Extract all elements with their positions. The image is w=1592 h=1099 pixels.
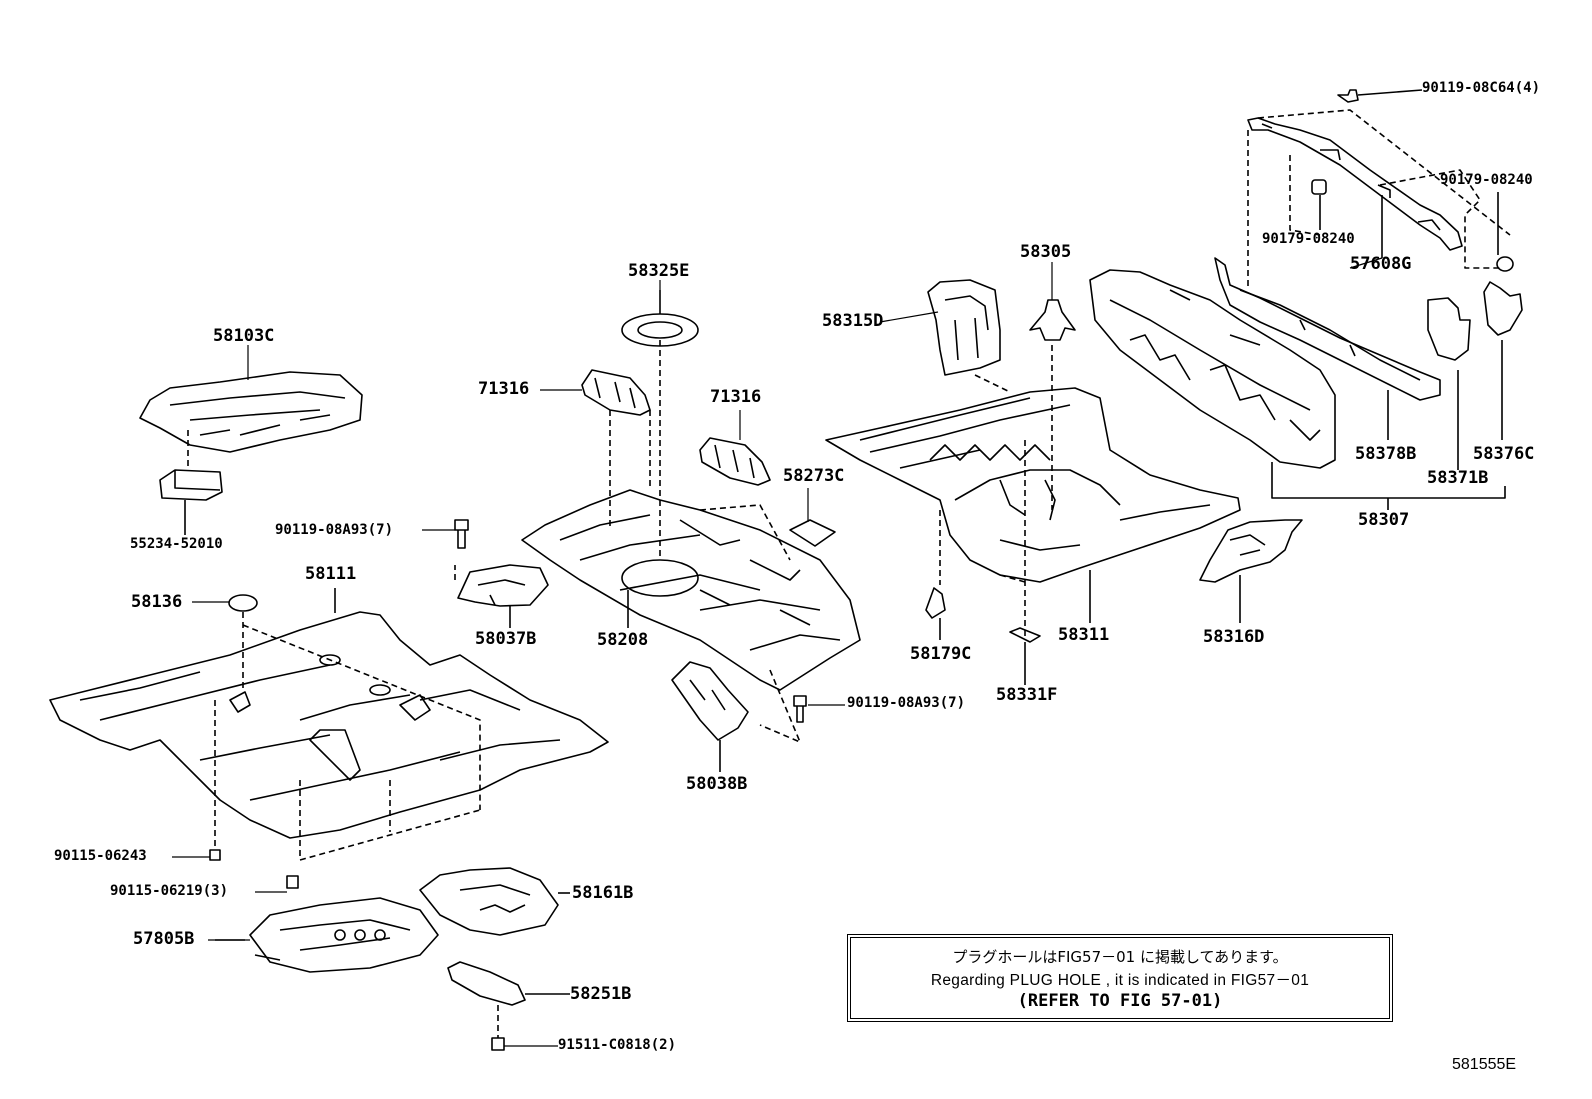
- pad-55234-52010: [159, 469, 223, 501]
- label-90115-06243[interactable]: 90115-06243: [54, 848, 147, 864]
- rear-bracket-58371b: [1427, 297, 1471, 361]
- rear-floor-guides: [939, 345, 1053, 640]
- label-58325e[interactable]: 58325E: [628, 261, 690, 281]
- label-58273c[interactable]: 58273C: [783, 466, 845, 486]
- label-57805b[interactable]: 57805B: [133, 929, 195, 949]
- label-58376c[interactable]: 58376C: [1473, 444, 1535, 464]
- bracket-58315d: [927, 279, 1001, 376]
- leader-lines: [172, 257, 1383, 1047]
- label-58136[interactable]: 58136: [131, 592, 183, 612]
- label-58103c[interactable]: 58103C: [213, 326, 275, 346]
- label-90119-08a93-upper[interactable]: 90119-08A93(7): [275, 522, 394, 538]
- bolt-90119-08a93-lower: [793, 695, 807, 723]
- label-58316d[interactable]: 58316D: [1203, 627, 1265, 647]
- bracket-58179c: [925, 587, 946, 619]
- label-58179c[interactable]: 58179C: [910, 644, 972, 664]
- rear-floor-side-member-58378b: [1089, 257, 1441, 469]
- label-90119-08a93-lower[interactable]: 90119-08A93(7): [847, 695, 966, 711]
- label-71316-b[interactable]: 71316: [710, 387, 762, 407]
- bracket-58103c: [139, 371, 363, 453]
- bolt-90115-06243: [209, 849, 221, 861]
- bolt-90119-08a93-upper: [454, 519, 469, 549]
- label-71316-a[interactable]: 71316: [478, 379, 530, 399]
- pad-58273c: [789, 519, 836, 547]
- plug-58136: [228, 594, 258, 612]
- rear-bracket-58376c: [1483, 281, 1523, 336]
- label-58315d[interactable]: 58315D: [822, 311, 884, 331]
- note-english-text: Regarding PLUG HOLE , it is indicated in…: [930, 972, 1310, 989]
- note-japanese-text: プラグホールはFIG57－01 に掲載してあります。: [952, 948, 1288, 966]
- bracket-58038b: [671, 661, 749, 741]
- brace-58251b: [447, 961, 526, 1006]
- label-55234-52010[interactable]: 55234-52010: [130, 536, 223, 552]
- label-58311[interactable]: 58311: [1058, 625, 1110, 645]
- rear-floor-pan-58311: [825, 387, 1241, 583]
- nut-90179-08240-right: [1496, 192, 1514, 272]
- label-57608g[interactable]: 57608G: [1350, 254, 1412, 274]
- label-90179-08240-right[interactable]: 90179-08240: [1440, 172, 1533, 188]
- label-58038b[interactable]: 58038B: [686, 774, 748, 794]
- label-58331f[interactable]: 58331F: [996, 685, 1058, 705]
- label-58161b[interactable]: 58161B: [572, 883, 634, 903]
- bracket-58316d: [1199, 519, 1303, 583]
- label-90115-06219[interactable]: 90115-06219(3): [110, 883, 229, 899]
- center-floor-58208: [521, 489, 861, 691]
- front-floor-guides: [214, 612, 481, 861]
- crossmember-58161b: [419, 867, 559, 936]
- bracket-71316-b: [699, 437, 771, 486]
- bolt-90115-06219: [286, 875, 299, 889]
- rear-member-guides: [1247, 109, 1511, 290]
- figure-code: 581555E: [1452, 1056, 1517, 1073]
- label-58251b[interactable]: 58251B: [570, 984, 632, 1004]
- label-58371b[interactable]: 58371B: [1427, 468, 1489, 488]
- crossmember-57805b: [215, 897, 439, 973]
- bracket-71316-a: [581, 369, 651, 416]
- label-58305[interactable]: 58305: [1020, 242, 1072, 262]
- reference-note-box: プラグホールはFIG57－01 に掲載してあります。 Regarding PLU…: [850, 937, 1390, 1019]
- cup-58305: [1029, 299, 1076, 341]
- bracket-58037b: [457, 564, 549, 607]
- bolt-91511-c0818: [491, 1037, 505, 1051]
- label-58037b[interactable]: 58037B: [475, 629, 537, 649]
- plug-58325e: [621, 290, 699, 347]
- center-floor-guides: [454, 340, 801, 743]
- label-58208[interactable]: 58208: [597, 630, 649, 650]
- rear-cross-member-57608g: [1247, 117, 1463, 251]
- label-91511-c0818[interactable]: 91511-C0818(2): [558, 1037, 677, 1053]
- label-90179-08240-left[interactable]: 90179-08240: [1262, 231, 1355, 247]
- label-58111[interactable]: 58111: [305, 564, 357, 584]
- label-90119-08c64[interactable]: 90119-08C64(4): [1422, 80, 1541, 96]
- front-floor-58111: [49, 611, 609, 839]
- bracket-58331f: [1009, 627, 1041, 643]
- note-refer-figure[interactable]: (REFER TO FIG 57-01): [1017, 991, 1223, 1011]
- label-58378b[interactable]: 58378B: [1355, 444, 1417, 464]
- bolt-90119-08c64: [1337, 89, 1423, 103]
- label-58307[interactable]: 58307: [1358, 510, 1410, 530]
